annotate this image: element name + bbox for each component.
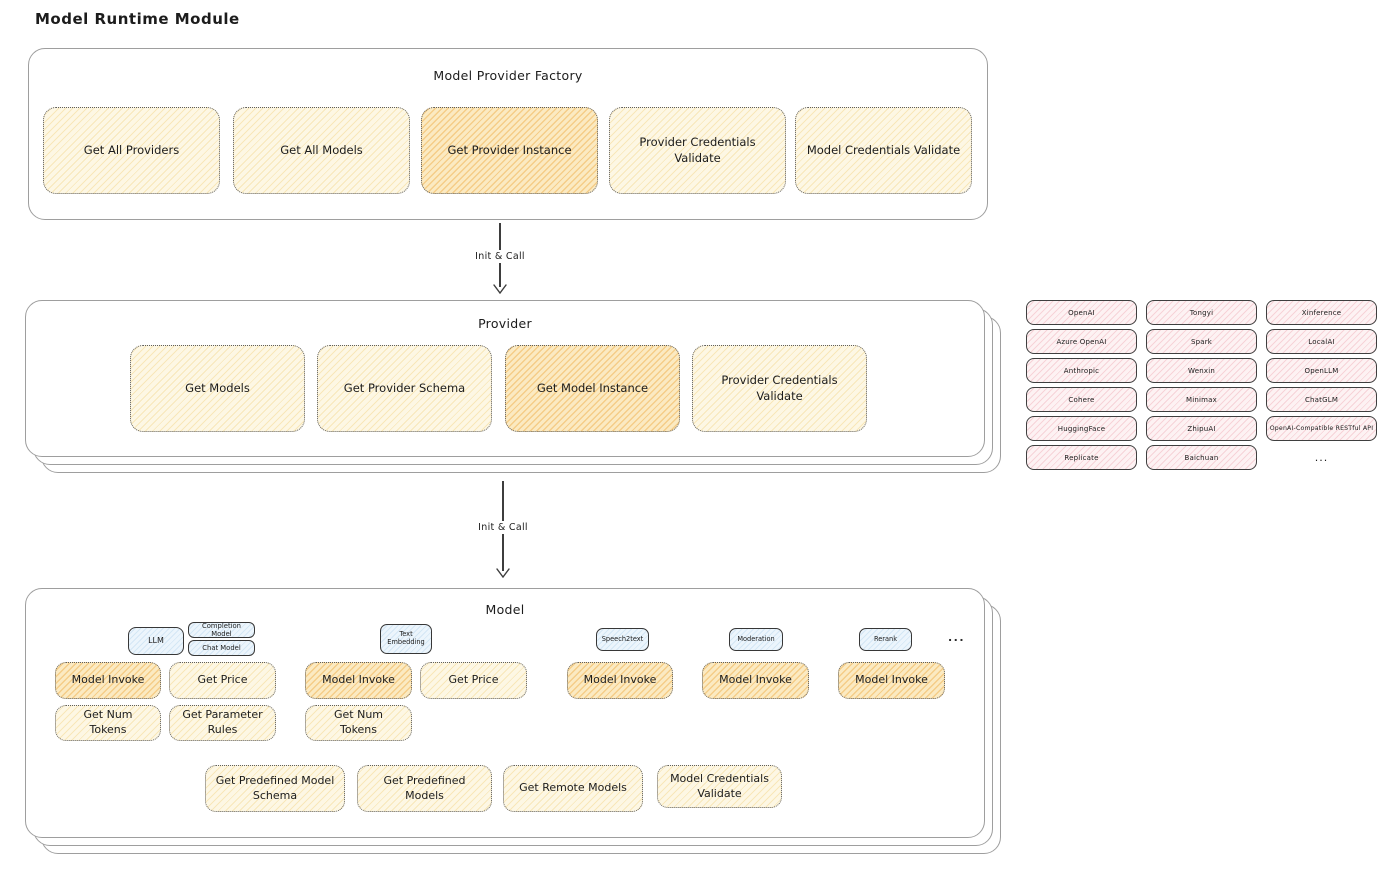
provider-pill-minimax: Minimax — [1146, 387, 1257, 412]
provider-method-provider-credentials-validate: Provider Credentials Validate — [692, 345, 867, 432]
tag-chat-model: Chat Model — [188, 640, 255, 656]
text-embedding-get-price: Get Price — [420, 662, 527, 699]
provider-pill-ellipsis: ... — [1314, 451, 1329, 464]
moderation-model-invoke: Model Invoke — [702, 662, 809, 699]
tag-moderation: Moderation — [729, 628, 783, 651]
providers-grid: OpenAI Tongyi Xinference Azure OpenAI Sp… — [1026, 300, 1377, 470]
llm-get-num-tokens: Get Num Tokens — [55, 705, 161, 741]
factory-method-provider-credentials-validate: Provider Credentials Validate — [609, 107, 786, 194]
factory-panel-title: Model Provider Factory — [433, 68, 583, 83]
llm-get-price: Get Price — [169, 662, 276, 699]
factory-method-get-all-providers: Get All Providers — [43, 107, 220, 194]
provider-pill-cohere: Cohere — [1026, 387, 1137, 412]
get-remote-models: Get Remote Models — [503, 765, 643, 812]
tag-llm: LLM — [128, 627, 184, 655]
provider-pill-openai: OpenAI — [1026, 300, 1137, 325]
init-call-label-1: Init & Call — [469, 250, 531, 263]
provider-pill-wenxin: Wenxin — [1146, 358, 1257, 383]
get-predefined-models: Get Predefined Models — [357, 765, 492, 812]
text-embedding-get-num-tokens: Get Num Tokens — [305, 705, 412, 741]
provider-method-get-model-instance: Get Model Instance — [505, 345, 680, 432]
factory-method-get-provider-instance: Get Provider Instance — [421, 107, 598, 194]
model-panel-title: Model — [485, 602, 525, 617]
provider-pill-baichuan: Baichuan — [1146, 445, 1257, 470]
get-predefined-model-schema: Get Predefined Model Schema — [205, 765, 345, 812]
provider-method-get-provider-schema: Get Provider Schema — [317, 345, 492, 432]
tag-text-embedding: Text Embedding — [380, 624, 432, 654]
provider-panel-title: Provider — [478, 316, 532, 331]
provider-pill-replicate: Replicate — [1026, 445, 1137, 470]
tag-rerank: Rerank — [859, 628, 912, 651]
provider-pill-xinference: Xinference — [1266, 300, 1377, 325]
llm-model-invoke: Model Invoke — [55, 662, 161, 699]
provider-pill-anthropic: Anthropic — [1026, 358, 1137, 383]
tag-completion-model: Completion Model — [188, 622, 255, 638]
provider-pill-localai: LocalAI — [1266, 329, 1377, 354]
provider-pill-huggingface: HuggingFace — [1026, 416, 1137, 441]
provider-pill-openai-compatible-restful-api: OpenAI-Compatible RESTful API — [1266, 416, 1377, 441]
tag-speech2text: Speech2text — [596, 628, 649, 651]
provider-pill-tongyi: Tongyi — [1146, 300, 1257, 325]
rerank-model-invoke: Model Invoke — [838, 662, 945, 699]
model-credentials-validate: Model Credentials Validate — [657, 765, 782, 808]
text-embedding-model-invoke: Model Invoke — [305, 662, 412, 699]
tag-ellipsis: ... — [948, 631, 966, 644]
provider-pill-chatglm: ChatGLM — [1266, 387, 1377, 412]
provider-pill-azure-openai: Azure OpenAI — [1026, 329, 1137, 354]
init-call-label-2: Init & Call — [472, 521, 534, 534]
provider-method-get-models: Get Models — [130, 345, 305, 432]
arrow-down-icon — [496, 568, 510, 578]
diagram-title: Model Runtime Module — [35, 10, 240, 28]
llm-get-parameter-rules: Get Parameter Rules — [169, 705, 276, 741]
speech2text-model-invoke: Model Invoke — [567, 662, 673, 699]
factory-method-model-credentials-validate: Model Credentials Validate — [795, 107, 972, 194]
provider-pill-openllm: OpenLLM — [1266, 358, 1377, 383]
provider-pill-spark: Spark — [1146, 329, 1257, 354]
factory-method-get-all-models: Get All Models — [233, 107, 410, 194]
provider-pill-zhipuai: ZhipuAI — [1146, 416, 1257, 441]
arrow-down-icon — [493, 284, 507, 294]
